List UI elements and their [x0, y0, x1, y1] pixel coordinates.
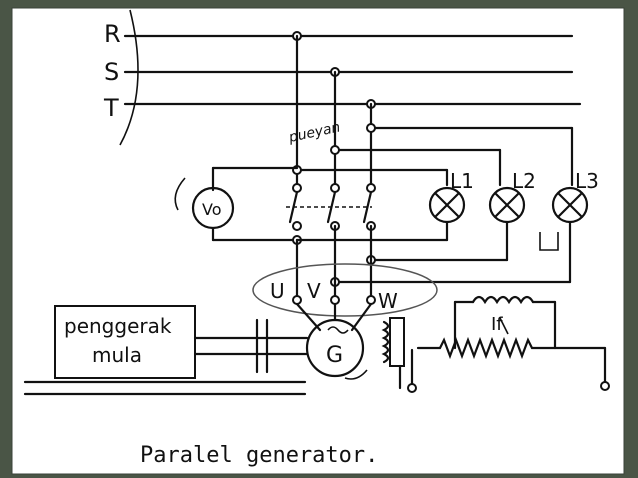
generator-wave-icon [327, 326, 349, 334]
node-a [366, 123, 376, 133]
exciter-coil [381, 317, 417, 393]
gen-lead-w [350, 302, 373, 332]
generator-label: G [326, 343, 343, 368]
terminal-u [292, 295, 302, 305]
terminal-label-v: V [307, 279, 321, 303]
prime-mover-label-line2: mula [92, 343, 142, 367]
highlight-ellipse [252, 263, 438, 317]
prime-mover-label-line1: penggerak [64, 314, 172, 338]
bus-label-t: T [103, 94, 119, 122]
bus-label-s: S [104, 58, 119, 86]
lamp-bracket [539, 232, 559, 251]
breaker-switch [286, 183, 376, 245]
gen-lead-u [295, 302, 322, 332]
terminal-label-u: U [270, 279, 285, 303]
terminal-w [366, 295, 376, 305]
field-winding [416, 295, 610, 391]
lamp-label-2: L2 [512, 169, 536, 193]
caption: Paralel generator. [140, 443, 378, 468]
voltmeter-label: Vo [202, 200, 222, 219]
voltmeter [191, 186, 235, 230]
terminal-label-w: W [378, 289, 398, 313]
lamp-label-3: L3 [575, 169, 599, 193]
voltmeter-mark [174, 177, 186, 211]
bus-label-r: R [104, 20, 121, 48]
field-current-label: If [491, 314, 503, 335]
prime-mover-box [54, 305, 196, 379]
generator [305, 318, 365, 378]
rotation-arrow-icon [344, 369, 368, 380]
node-b [330, 145, 340, 155]
lamp-label-1: L1 [450, 169, 474, 193]
terminal-v [330, 295, 340, 305]
decorative-arc [119, 9, 139, 146]
